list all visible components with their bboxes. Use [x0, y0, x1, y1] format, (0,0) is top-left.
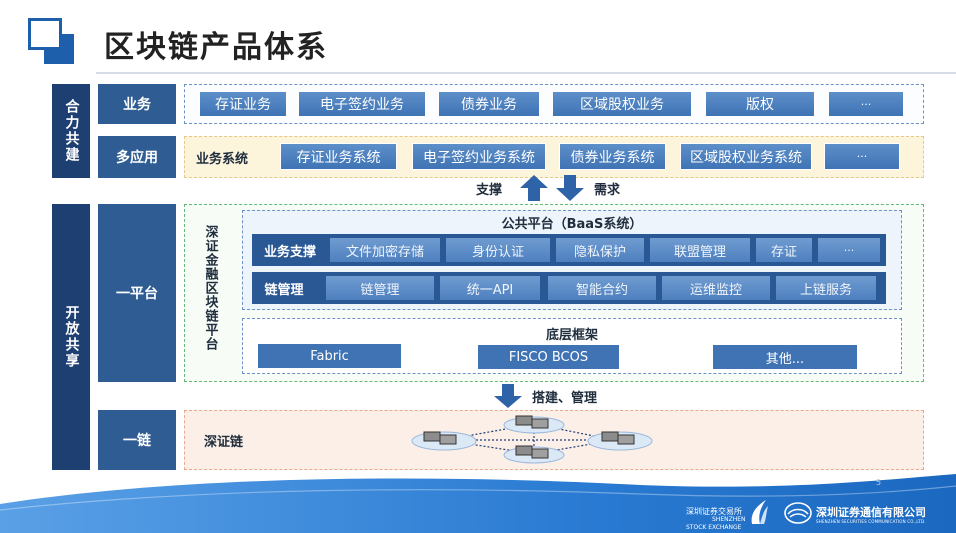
business-item[interactable]: 版权: [705, 91, 815, 117]
chain-management-label: 链管理: [264, 282, 304, 298]
business-item[interactable]: 区域股权业务: [552, 91, 692, 117]
title-divider: [96, 72, 956, 74]
business-item[interactable]: 电子签约业务: [298, 91, 426, 117]
ssc-logo-text-cn: 深圳证券通信有限公司: [816, 506, 926, 519]
base-framework-title: 底层框架: [545, 327, 598, 343]
footer-wave-background: [0, 474, 956, 533]
down-arrow-icon: [556, 175, 584, 201]
business-support-item[interactable]: ···: [818, 238, 880, 262]
ssc-logo-text-en: SHENZHEN SECURITIES COMMUNICATION CO.,LT…: [816, 519, 926, 524]
multi-app-item[interactable]: ···: [824, 143, 900, 170]
business-support-item[interactable]: 隐私保护: [556, 238, 644, 262]
chain-management-item[interactable]: 运维监控: [662, 276, 770, 300]
business-item[interactable]: 存证业务: [199, 91, 287, 117]
group-open-share-label: 开放共享: [63, 305, 80, 369]
network-node-icon: [587, 431, 653, 451]
ssc-logo-icon: [784, 502, 812, 524]
chain-management-item[interactable]: 统一API: [440, 276, 540, 300]
group-co-build: 合力共建: [52, 84, 90, 178]
group-co-build-label: 合力共建: [63, 99, 80, 163]
network-node-icon: [503, 415, 565, 434]
multi-app-item[interactable]: 电子签约业务系统: [412, 143, 546, 170]
business-item[interactable]: 债券业务: [438, 91, 540, 117]
group-open-share: 开放共享: [52, 204, 90, 470]
framework-item-fisco-bcos[interactable]: FISCO BCOS: [478, 345, 619, 369]
business-support-item[interactable]: 存证: [756, 238, 812, 262]
up-arrow-icon: [520, 175, 548, 201]
public-platform-title: 公共平台（BaaS系统）: [501, 216, 643, 232]
page-title: 区块链产品体系: [104, 30, 328, 65]
multi-app-item[interactable]: 存证业务系统: [280, 143, 397, 170]
blockchain-network-illustration: [411, 415, 653, 464]
network-node-icon: [503, 445, 565, 464]
business-support-item[interactable]: 联盟管理: [650, 238, 750, 262]
build-manage-label: 搭建、管理: [532, 391, 598, 406]
row-multi-app-label: 多应用: [98, 136, 176, 178]
row-business-label: 业务: [98, 84, 176, 124]
chain-management-item[interactable]: 链管理: [326, 276, 434, 300]
chain-caption: 深证链: [204, 435, 244, 450]
business-item[interactable]: ···: [828, 91, 904, 117]
business-support-label: 业务支撑: [263, 244, 316, 260]
multi-app-item[interactable]: 区域股权业务系统: [680, 143, 812, 170]
framework-item-other[interactable]: 其他...: [713, 345, 857, 369]
chain-management-item[interactable]: 上链服务: [776, 276, 876, 300]
platform-vertical-title: 深证金融区块链平台: [202, 225, 218, 351]
multi-app-item[interactable]: 债券业务系统: [559, 143, 666, 170]
business-support-item[interactable]: 文件加密存储: [330, 238, 440, 262]
sse-logo-text-en2: STOCK EXCHANGE: [686, 524, 742, 531]
sse-logo-icon: [751, 500, 768, 524]
page-number: 5: [876, 478, 882, 487]
chain-management-item[interactable]: 智能合约: [548, 276, 656, 300]
demand-label: 需求: [594, 183, 621, 198]
sse-logo-text-cn: 深圳证券交易所: [686, 507, 742, 516]
build-manage-arrow-icon: [494, 384, 522, 408]
business-support-item[interactable]: 身份认证: [446, 238, 550, 262]
multi-app-caption: 业务系统: [196, 152, 249, 167]
row-platform-label: 一平台: [98, 204, 176, 382]
title-logo-mark: [28, 18, 76, 66]
network-node-icon: [411, 431, 477, 451]
framework-item-fabric[interactable]: Fabric: [258, 344, 401, 368]
sse-logo-text-en1: SHENZHEN: [712, 516, 746, 523]
row-chain-label: 一链: [98, 410, 176, 470]
support-label: 支撑: [476, 183, 503, 198]
